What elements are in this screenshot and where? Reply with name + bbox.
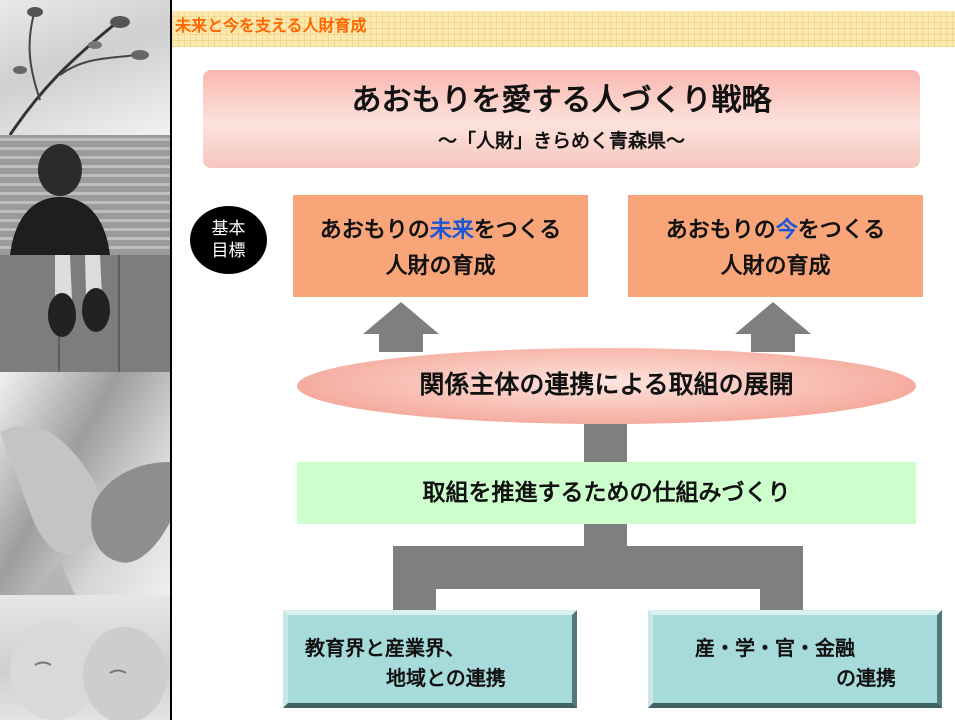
connector-center-top (584, 424, 627, 462)
photo-man-back (0, 135, 170, 255)
goal-present-box: あおもりの今をつくる 人財の育成 (628, 195, 923, 297)
collaboration-text: 関係主体の連携による取組の展開 (419, 370, 794, 399)
photo-strip (0, 0, 172, 720)
goal-future-highlight: 未来 (429, 218, 474, 243)
goal-future-line2: 人財の育成 (385, 254, 496, 279)
connector-horizontal (393, 546, 803, 589)
goal-future-suffix: をつくる (473, 218, 562, 243)
basic-goal-badge: 基本 目標 (190, 206, 267, 274)
goal-future-box: あおもりの未来をつくる 人財の育成 (293, 195, 588, 297)
photo-feet (0, 255, 170, 372)
foundation-education-industry: 教育界と産業界、 地域との連携 (283, 610, 577, 708)
foundation-sangaku-line1: 産・学・官・金融 (695, 636, 855, 660)
goal-present-line1: あおもりの今をつくる (628, 217, 923, 245)
strategy-box (203, 70, 920, 168)
arrow-up-left-stem (379, 334, 423, 352)
strategy-title: あおもりを愛する人づくり戦略 (351, 83, 772, 118)
basic-goal-line1: 基本 (211, 219, 246, 239)
header-band (172, 11, 955, 47)
goal-present-prefix: あおもりの (665, 218, 776, 243)
foundation-industry-academia: 産・学・官・金融 の連携 (648, 610, 942, 708)
photo-hands (0, 372, 170, 595)
goal-future-prefix: あおもりの (319, 218, 430, 243)
foundation-sangaku-line2: の連携 (836, 666, 896, 690)
goal-future-line1: あおもりの未来をつくる (293, 217, 588, 245)
collaboration-ellipse (297, 348, 916, 424)
photo-branches (0, 0, 170, 135)
goal-present-line2: 人財の育成 (720, 254, 831, 279)
photo-babies (0, 595, 170, 720)
mechanism-bar (297, 462, 916, 524)
goal-present-highlight: 今 (775, 218, 798, 243)
mechanism-text: 取組を推進するための仕組みづくり (422, 480, 791, 506)
connector-right-drop (760, 589, 803, 610)
basic-goal-line2: 目標 (211, 241, 246, 261)
strategy-subtitle: ～「人財」きらめく青森県～ (437, 130, 685, 152)
connector-center-bottom (584, 524, 627, 548)
arrow-up-right-head (735, 302, 811, 334)
foundation-education-line2: 地域との連携 (386, 666, 506, 690)
connector-left-drop (393, 589, 436, 610)
header-title: 未来と今を支える人財育成 (175, 16, 367, 35)
foundation-education-line1: 教育界と産業界、 (305, 636, 465, 660)
goal-present-suffix: をつくる (797, 218, 886, 243)
arrow-up-right-stem (751, 334, 795, 352)
arrow-up-left-head (363, 302, 439, 334)
